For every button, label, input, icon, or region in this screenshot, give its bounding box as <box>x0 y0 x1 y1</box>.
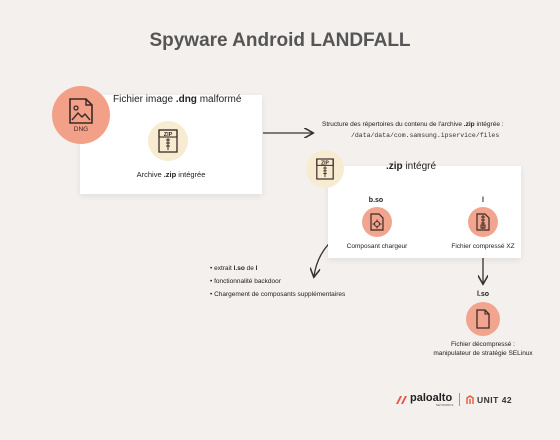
l-badge <box>468 207 498 237</box>
paloalto-logo: paloalto NETWORKS <box>395 393 453 407</box>
image-file-icon: DNG <box>69 98 93 133</box>
dng-image-badge: DNG <box>52 86 110 144</box>
unit42-logo: UNIT 42 <box>465 395 512 405</box>
lso-description-1: Fichier décompressé : <box>451 341 515 348</box>
zip-heading-post: intégré <box>402 161 437 172</box>
zip-icon-label-2: ZIP <box>321 160 329 166</box>
archive-label-pre: Archive <box>136 170 164 179</box>
archive-label: Archive .zip intégrée <box>80 170 262 179</box>
unit42-logo-icon <box>466 395 474 404</box>
bullet1-bold2: l <box>255 265 258 272</box>
zip-contents-badge: ZIP <box>306 150 344 188</box>
diagram-title: Spyware Android LANDFALL <box>149 30 411 51</box>
structure-path: /data/data/com.samsung.ipservice/files <box>351 132 500 139</box>
dng-icon-label: DNG <box>74 126 88 133</box>
loader-file-icon <box>370 213 384 231</box>
archive-label-post: intégrée <box>176 170 206 179</box>
structure-desc-post: intégrée : <box>474 121 504 128</box>
paloalto-logo-icon <box>396 396 407 404</box>
zip-contents-heading: .zip intégré <box>386 161 436 172</box>
bullet1-bold: l.so <box>233 265 245 272</box>
zip-heading-ext: .zip <box>386 161 403 172</box>
structure-desc-ext: .zip <box>463 121 475 128</box>
dng-heading-pre: Fichier image <box>113 94 176 105</box>
dng-card-heading: Fichier image .dng malformé <box>113 94 241 105</box>
list-item: extrait l.so de l <box>210 262 345 275</box>
zip-archive-badge: ZIP <box>148 121 188 161</box>
lso-badge <box>466 302 500 336</box>
paloalto-subtext: NETWORKS <box>436 403 454 407</box>
lso-description-2: manipulateur de stratégie SELinux <box>433 350 533 357</box>
dng-heading-post: malformé <box>196 94 242 105</box>
l-description: Fichier compressé XZ <box>451 243 515 250</box>
bullet1-mid: de <box>244 265 256 272</box>
list-item: fonctionnalité backdoor <box>210 275 345 288</box>
logo-divider <box>459 393 460 406</box>
bso-capabilities-list: extrait l.so de l fonctionnalité backdoo… <box>210 262 345 301</box>
bso-description: Composant chargeur <box>346 243 408 250</box>
bso-badge <box>362 207 392 237</box>
structure-description: Structure des répertoires du contenu de … <box>322 121 504 128</box>
l-filename: l <box>482 197 484 204</box>
list-item: Chargement de composants supplémentaires <box>210 288 345 301</box>
unit42-wordmark: UNIT 42 <box>477 395 513 405</box>
document-icon <box>476 309 490 329</box>
bso-filename: b.so <box>368 197 384 204</box>
zip-icon-label-1: ZIP <box>164 132 173 138</box>
dng-heading-ext: .dng <box>175 94 197 105</box>
archive-label-ext: .zip <box>163 170 177 179</box>
zip-file-icon: ZIP <box>158 129 178 153</box>
paloalto-wordmark: paloalto <box>410 392 453 404</box>
compressed-file-icon <box>476 213 490 231</box>
zip-file-icon: ZIP <box>316 158 334 180</box>
structure-desc-pre: Structure des répertoires du contenu de … <box>322 121 464 128</box>
lso-filename: l.so <box>476 291 490 298</box>
bullet1-pre: extrait <box>214 265 234 272</box>
